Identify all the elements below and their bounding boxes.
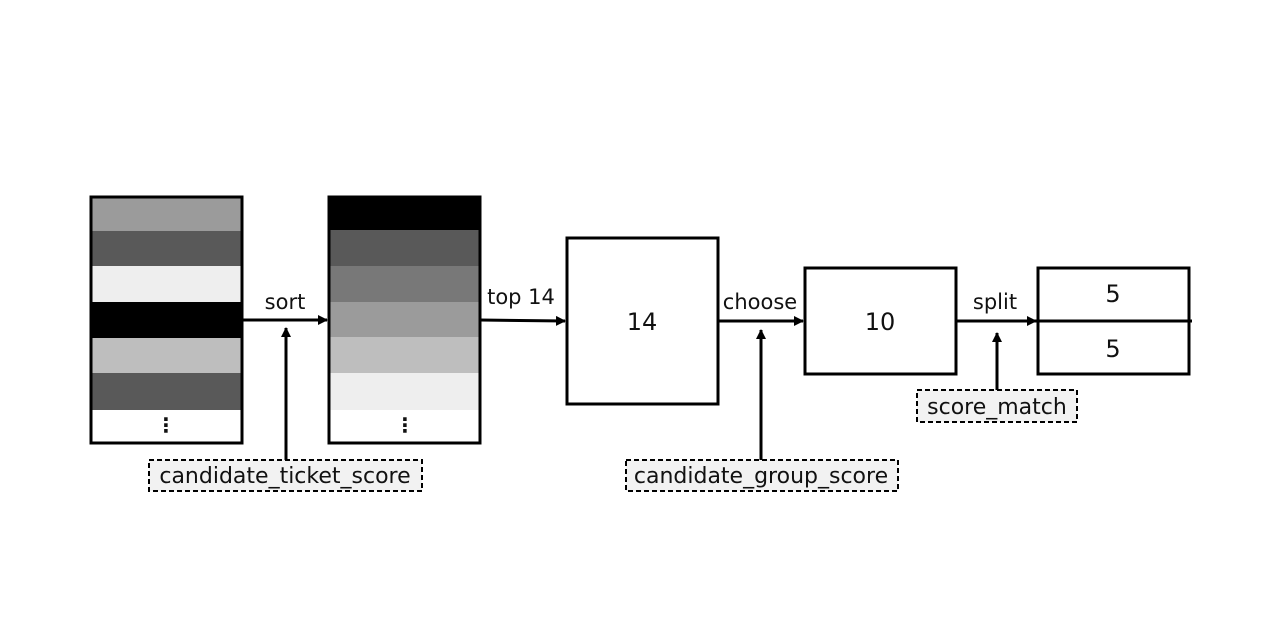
- sorted-stripe-4: [329, 302, 480, 337]
- sorted-stripe-3: [329, 266, 480, 302]
- split-label: split: [973, 290, 1017, 314]
- candidate-stripe-4: [91, 302, 242, 338]
- group-box: [803, 266, 958, 376]
- sorted-stripe-2: [329, 230, 480, 266]
- top-box-count: 14: [627, 308, 658, 336]
- ticket-score-box: [148, 459, 423, 492]
- top-label: top 14: [487, 285, 555, 309]
- top-arrow: [479, 315, 566, 326]
- sorted-ticket-list: ⋮: [327, 195, 482, 445]
- candidate-list-ellipsis: ⋮: [156, 413, 176, 437]
- candidate-stripe-5: [91, 338, 242, 373]
- choose-label: choose: [723, 290, 797, 314]
- match-score-box: [916, 389, 1078, 423]
- candidate-stripe-3: [91, 266, 242, 302]
- split-bottom-count: 5: [1105, 335, 1120, 363]
- group-score-box: [625, 459, 899, 492]
- candidate-stripe-2: [91, 231, 242, 266]
- group-score-label: candidate_group_score: [634, 464, 888, 489]
- sort-label: sort: [265, 290, 306, 314]
- candidate-stripe-1: [91, 197, 242, 231]
- sorted-list-ellipsis: ⋮: [395, 413, 415, 437]
- match-score-label: score_match: [927, 395, 1067, 420]
- ticket-score-label: candidate_ticket_score: [159, 464, 410, 489]
- sorted-stripe-6: [329, 373, 480, 410]
- sorted-stripe-5: [329, 337, 480, 373]
- split-top-count: 5: [1105, 280, 1120, 308]
- candidate-ticket-list: ⋮: [89, 195, 244, 445]
- candidate-stripe-6: [91, 373, 242, 410]
- group-box-count: 10: [865, 308, 896, 336]
- sorted-stripe-1: [329, 197, 480, 230]
